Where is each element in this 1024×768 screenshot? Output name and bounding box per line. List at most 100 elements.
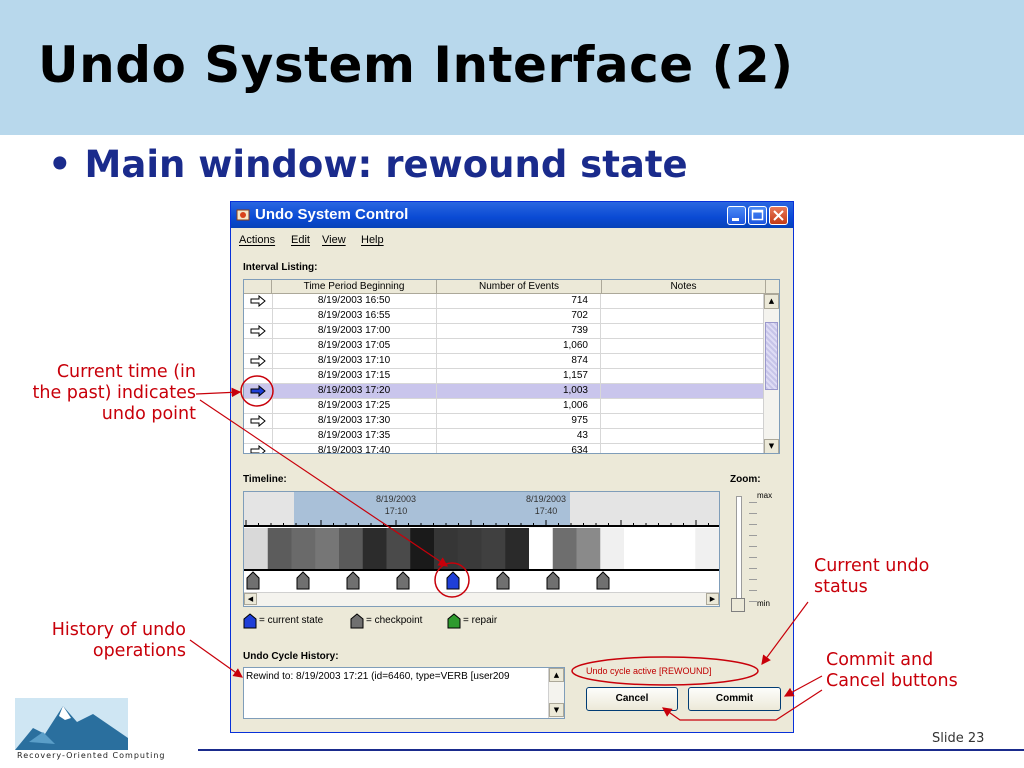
checkpoint-marker[interactable] <box>596 571 610 590</box>
timeline-segment[interactable] <box>434 528 459 569</box>
zoom-tick <box>749 513 757 514</box>
menu-actions[interactable]: Actions <box>239 234 276 246</box>
row-events: 1,006 <box>436 399 601 413</box>
cancel-button[interactable]: Cancel <box>586 687 678 711</box>
row-arrow-cell[interactable] <box>244 384 273 398</box>
timeline-graph[interactable] <box>244 492 719 594</box>
timeline-segment[interactable] <box>671 528 696 569</box>
menu-edit[interactable]: Edit <box>291 234 310 246</box>
triangle-up-icon: ▲ <box>768 297 775 305</box>
timeline-segment[interactable] <box>244 528 269 569</box>
arrow-right-icon <box>250 294 266 308</box>
history-scroll-up[interactable]: ▲ <box>549 668 564 682</box>
row-arrow-cell[interactable] <box>244 324 273 338</box>
timeline-panel[interactable]: 8/19/2003 17:10 8/19/2003 17:40 ◀ ▶ <box>243 491 720 607</box>
menu-help[interactable]: Help <box>361 234 384 246</box>
row-arrow-cell[interactable] <box>244 429 273 443</box>
timeline-segment[interactable] <box>457 528 482 569</box>
scroll-down-button[interactable]: ▼ <box>764 439 779 453</box>
table-scrollbar[interactable]: ▲ ▼ <box>763 294 779 453</box>
table-header-notes[interactable]: Notes <box>602 280 766 294</box>
zoom-slider-track[interactable] <box>736 496 742 605</box>
timeline-segment[interactable] <box>410 528 435 569</box>
history-scrollbar[interactable]: ▲ ▼ <box>548 668 564 718</box>
row-arrow-cell[interactable] <box>244 339 273 353</box>
timeline-scrollbar[interactable]: ◀ ▶ <box>244 592 719 606</box>
timeline-segment[interactable] <box>481 528 506 569</box>
timeline-segment[interactable] <box>552 528 577 569</box>
row-arrow-cell[interactable] <box>244 414 273 428</box>
row-arrow-cell[interactable] <box>244 369 273 383</box>
row-time: 8/19/2003 17:40 <box>272 444 437 453</box>
row-notes <box>601 354 765 368</box>
checkpoint-marker[interactable] <box>396 571 410 590</box>
range-end-date: 8/19/2003 <box>525 494 567 504</box>
timeline-segment[interactable] <box>695 528 719 569</box>
menu-view[interactable]: View <box>322 234 346 246</box>
zoom-slider-thumb[interactable] <box>731 598 745 612</box>
current-marker[interactable] <box>446 571 460 590</box>
row-arrow-cell[interactable] <box>244 399 273 413</box>
annotation-line: History of undo <box>51 620 186 640</box>
checkpoint-marker[interactable] <box>346 571 360 590</box>
timeline-segment[interactable] <box>315 528 340 569</box>
row-arrow-cell[interactable] <box>244 294 273 308</box>
row-time: 8/19/2003 17:30 <box>272 414 437 428</box>
timeline-segments <box>244 528 719 569</box>
timeline-segment[interactable] <box>505 528 530 569</box>
checkpoint-marker[interactable] <box>546 571 560 590</box>
timeline-segment[interactable] <box>339 528 364 569</box>
scroll-up-button[interactable]: ▲ <box>764 294 779 309</box>
title-bar[interactable]: Undo System Control <box>231 202 793 228</box>
row-arrow-cell[interactable] <box>244 354 273 368</box>
timeline-segment[interactable] <box>386 528 411 569</box>
row-arrow-cell[interactable] <box>244 309 273 323</box>
scroll-left-button[interactable]: ◀ <box>244 593 257 605</box>
commit-button[interactable]: Commit <box>688 687 781 711</box>
checkpoint-marker[interactable] <box>246 571 260 590</box>
row-events: 43 <box>436 429 601 443</box>
timeline-segment[interactable] <box>529 528 554 569</box>
footer-line <box>198 749 1024 751</box>
timeline-segment[interactable] <box>624 528 649 569</box>
annotation-history: History of undo operations <box>0 620 186 662</box>
bullet-label: Main window: rewound state <box>84 143 688 186</box>
timeline-segment[interactable] <box>267 528 292 569</box>
table-header-arrow[interactable] <box>244 280 272 294</box>
history-scroll-down[interactable]: ▼ <box>549 703 564 717</box>
scrollbar-thumb[interactable] <box>765 322 778 390</box>
row-arrow-cell[interactable] <box>244 444 273 453</box>
undo-history-textarea[interactable]: Rewind to: 8/19/2003 17:21 (id=6460, typ… <box>243 667 565 719</box>
close-button[interactable] <box>769 206 788 225</box>
timeline-label: Timeline: <box>243 474 287 485</box>
maximize-button[interactable] <box>748 206 767 225</box>
table-header-events[interactable]: Number of Events <box>437 280 602 294</box>
row-events: 975 <box>436 414 601 428</box>
repair-legend-icon <box>447 613 461 629</box>
checkpoint-marker[interactable] <box>496 571 510 590</box>
row-notes <box>601 294 765 308</box>
table-header-time[interactable]: Time Period Beginning <box>272 280 437 294</box>
row-notes <box>601 384 765 398</box>
timeline-segment[interactable] <box>647 528 672 569</box>
timeline-segment[interactable] <box>362 528 387 569</box>
row-time: 8/19/2003 16:55 <box>272 309 437 323</box>
scroll-right-button[interactable]: ▶ <box>706 593 719 605</box>
timeline-segment[interactable] <box>576 528 601 569</box>
minimize-button[interactable] <box>727 206 746 225</box>
checkpoint-marker[interactable] <box>296 571 310 590</box>
timeline-segment[interactable] <box>600 528 625 569</box>
close-icon <box>773 210 784 221</box>
timeline-segment[interactable] <box>291 528 316 569</box>
